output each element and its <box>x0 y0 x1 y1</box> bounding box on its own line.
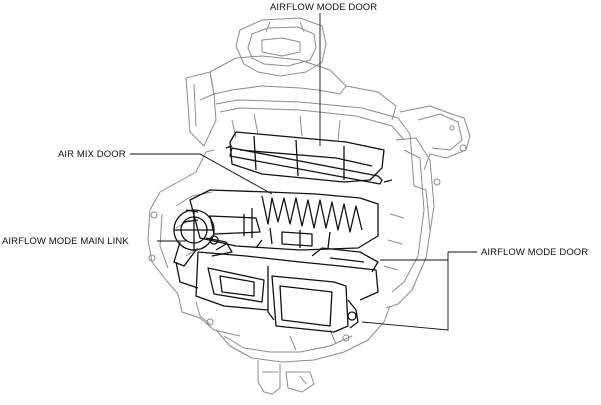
leader-airflow-mode-door-right <box>361 251 477 331</box>
leader-air-mix-door <box>130 153 273 195</box>
lower-frame <box>195 239 379 333</box>
door-assembly <box>173 131 393 333</box>
label-air-mix-door: AIR MIX DOOR <box>58 149 126 160</box>
airflow-mode-door-upper <box>225 131 393 185</box>
housing-outline <box>147 17 471 395</box>
label-airflow-mode-main-link: AIRFLOW MODE MAIN LINK <box>2 236 129 247</box>
label-airflow-mode-door-right: AIRFLOW MODE DOOR <box>481 247 589 258</box>
airflow-mode-main-link <box>173 209 233 289</box>
air-mix-door <box>183 189 379 251</box>
label-airflow-mode-door-top: AIRFLOW MODE DOOR <box>270 2 378 13</box>
leader-lines <box>130 13 477 331</box>
